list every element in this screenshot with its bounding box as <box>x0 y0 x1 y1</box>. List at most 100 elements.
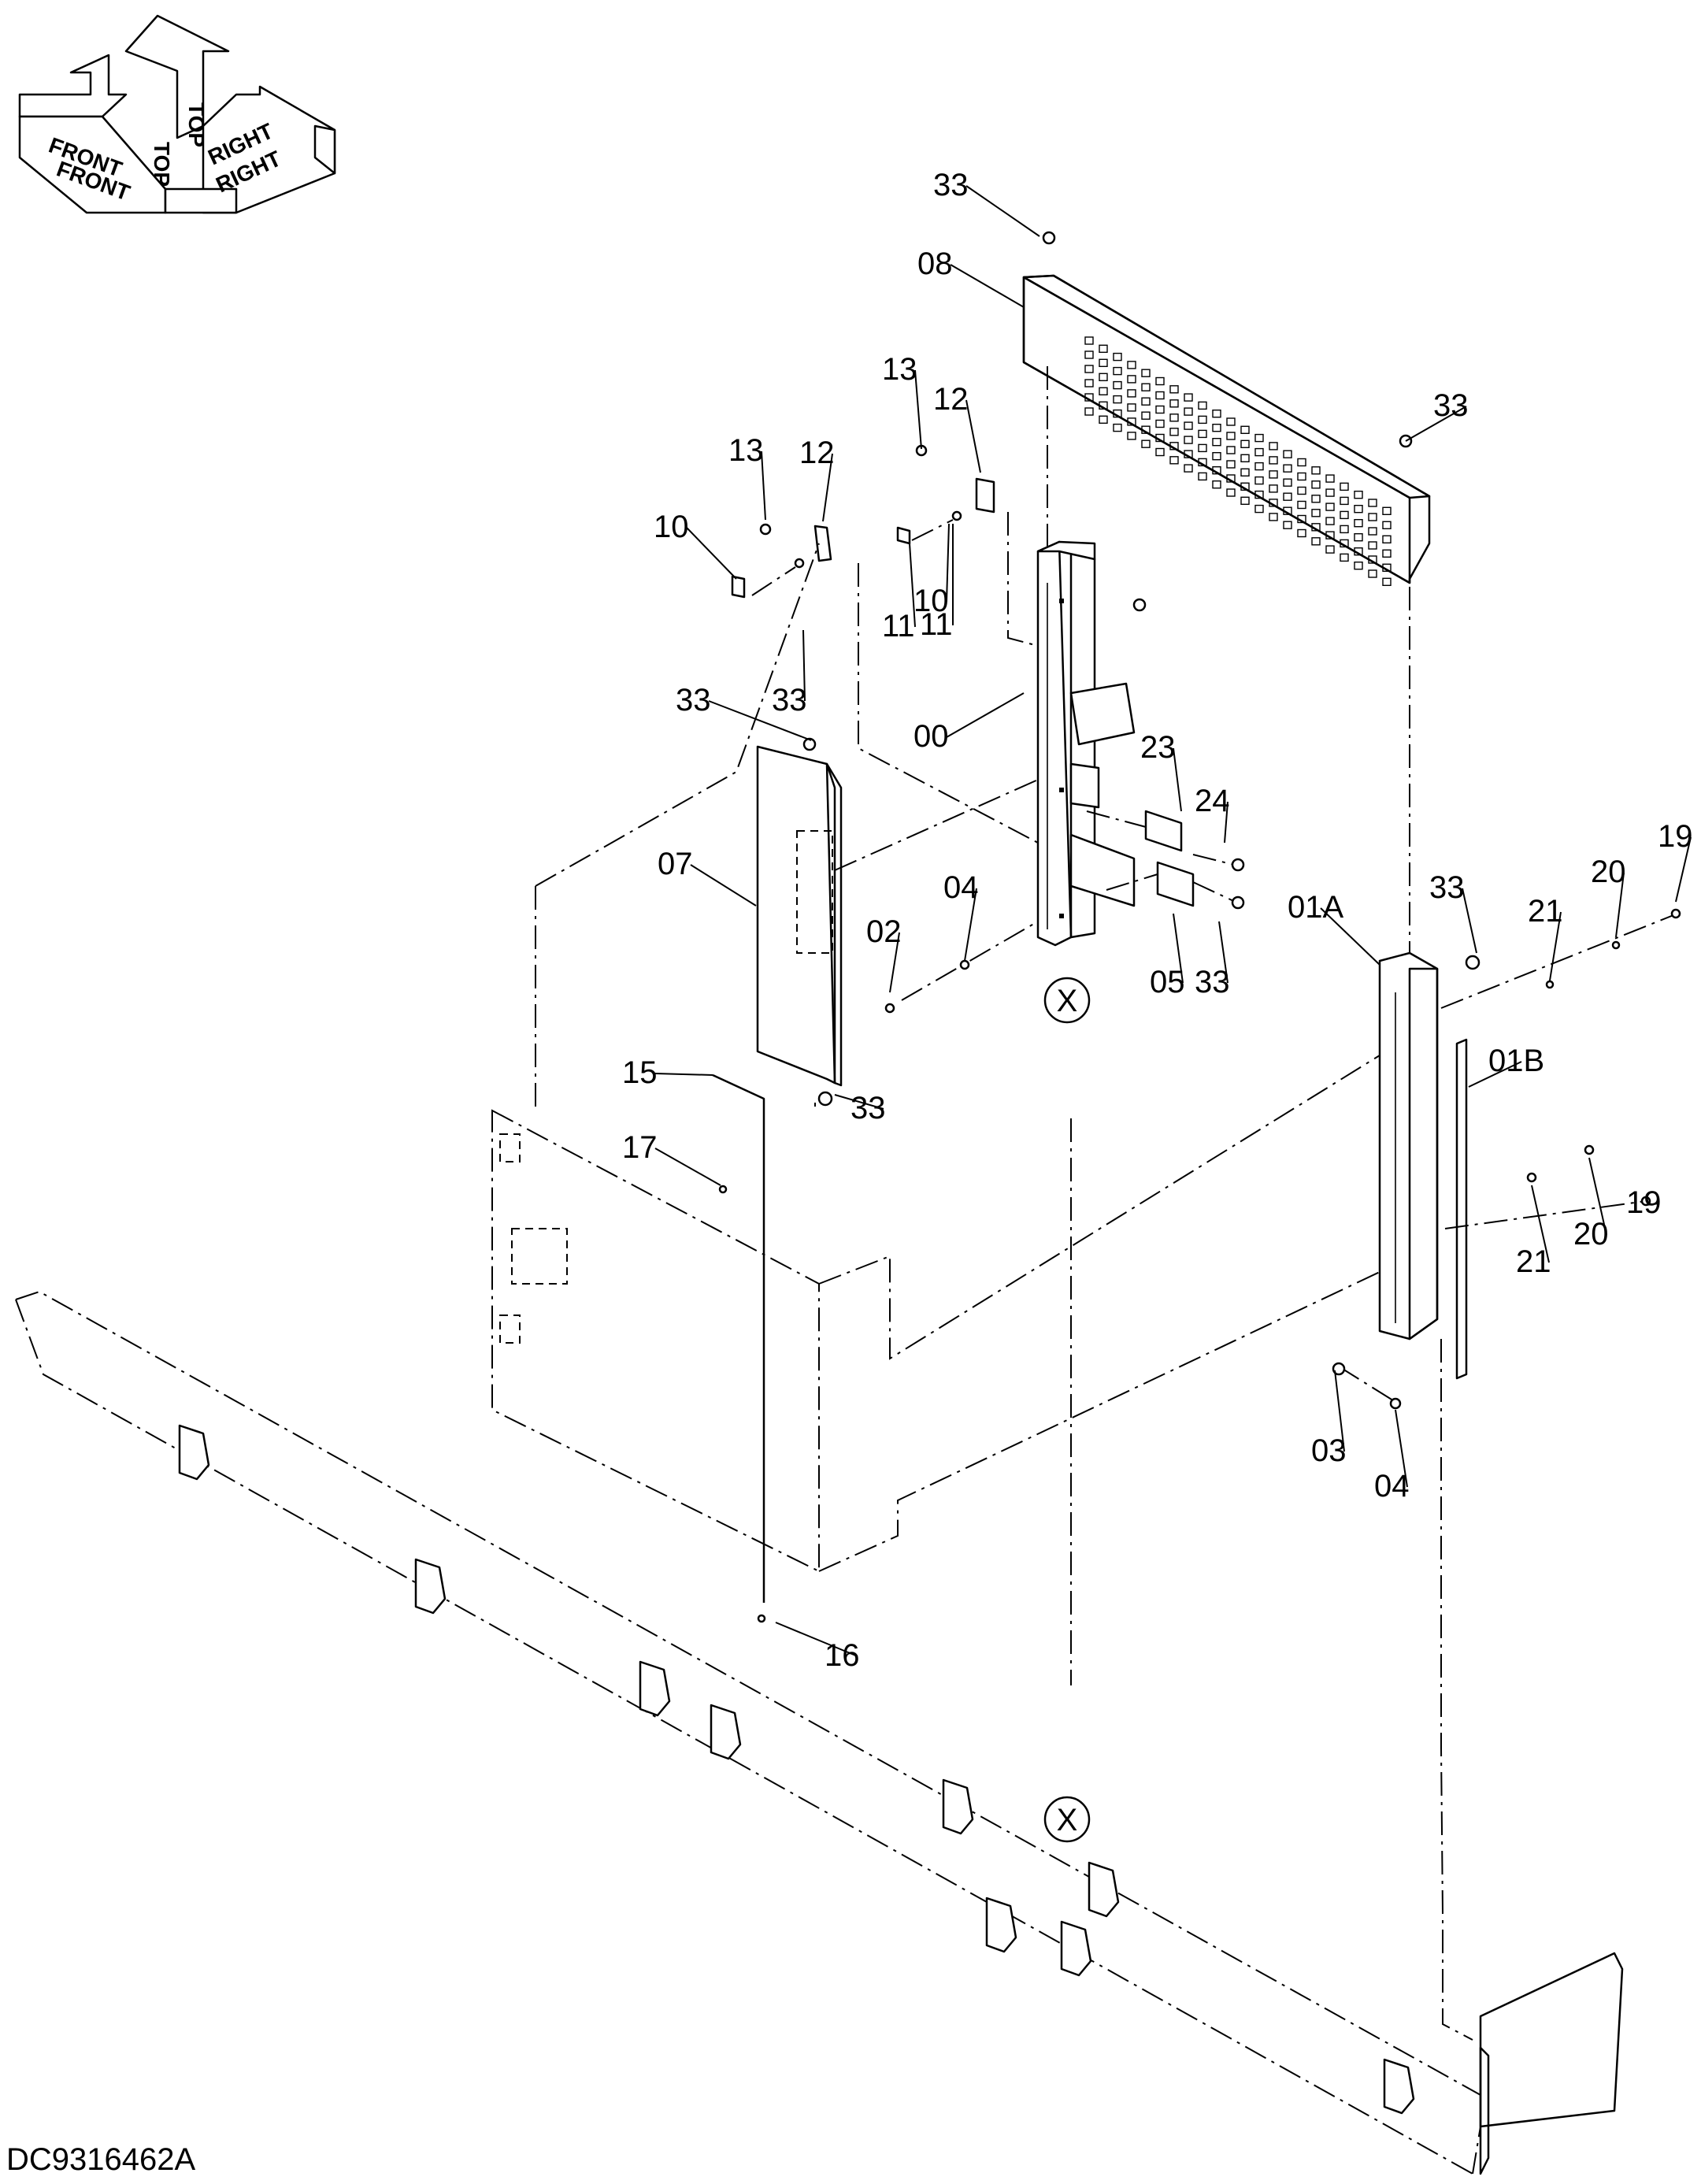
vent-slot <box>1155 447 1165 457</box>
vent-slot <box>1311 495 1321 503</box>
callout-label: 00 <box>914 719 949 754</box>
callout-label: 11 <box>882 609 915 643</box>
callout-label: 05 <box>1150 965 1185 999</box>
vent-slot <box>1297 472 1306 481</box>
vent-slot <box>1368 569 1377 578</box>
vent-slot <box>1127 361 1136 369</box>
vent-slot <box>1226 446 1236 454</box>
vent-slot <box>1169 428 1179 436</box>
vent-slot <box>1240 468 1250 476</box>
vent-slot <box>1198 429 1207 439</box>
vent-slot <box>1340 510 1349 520</box>
callout-leader <box>1588 1157 1607 1236</box>
callout-leader <box>802 629 806 702</box>
svg-text:X: X <box>1057 1803 1078 1837</box>
callout-label: 33 <box>1433 388 1469 423</box>
vent-slot <box>1212 480 1221 489</box>
view-marker-x-lower: X <box>1043 1796 1091 1843</box>
vent-slot <box>1311 523 1321 532</box>
callout-label: 33 <box>1195 965 1230 999</box>
callout-label: 10 <box>654 510 689 544</box>
vent-slot <box>1240 454 1250 462</box>
center-lines <box>535 366 1678 2041</box>
callout-leader <box>1462 888 1477 954</box>
vent-slot <box>1127 417 1136 426</box>
hinge <box>639 1660 671 1717</box>
callout-label: 03 <box>1311 1433 1347 1468</box>
vent-slot <box>1099 344 1108 353</box>
vent-slot <box>1226 488 1236 497</box>
vent-slot <box>1084 379 1094 387</box>
vent-slot <box>1325 517 1335 525</box>
vent-slot <box>1368 499 1377 507</box>
callout-leader <box>1675 836 1692 903</box>
vent-slot <box>1198 401 1207 410</box>
callout-leader <box>834 1094 884 1110</box>
vent-slot <box>1169 456 1179 465</box>
callout-label: 15 <box>622 1055 658 1090</box>
vent-slot <box>1240 496 1250 505</box>
callout-leader <box>1173 747 1182 812</box>
vent-slot <box>1198 415 1207 425</box>
vent-slot <box>1155 433 1165 443</box>
callout-label: 13 <box>882 352 917 387</box>
vent-slot <box>1382 577 1392 586</box>
vent-slot <box>1382 521 1392 529</box>
vent-slot <box>1141 369 1151 377</box>
vent-slot <box>1340 496 1349 506</box>
vent-slot <box>1169 413 1179 422</box>
vent-slot <box>1283 450 1292 458</box>
base-door-panel <box>491 1109 820 1573</box>
vent-slot <box>1254 490 1264 499</box>
callout-label: 20 <box>1591 855 1626 889</box>
callout-label: 11 <box>920 607 953 642</box>
seal-strip <box>712 1073 765 1603</box>
vent-slot <box>1325 474 1335 483</box>
vent-slot <box>1226 417 1236 426</box>
vent-slot <box>1113 395 1122 404</box>
vent-slot <box>1254 504 1264 514</box>
callout-leader <box>1531 1185 1550 1263</box>
vent-slot <box>1084 336 1094 345</box>
vent-slot <box>1113 380 1122 390</box>
vent-slot <box>1127 403 1136 412</box>
vent-slot <box>1311 537 1321 546</box>
center-frame <box>1036 540 1136 947</box>
vent-slot <box>1269 484 1278 493</box>
vent-slot <box>1325 531 1335 540</box>
vent-slot <box>1297 514 1306 524</box>
vent-slot <box>1269 499 1278 507</box>
drawing-id: DC9316462A <box>6 2142 195 2177</box>
callout-leader <box>654 1073 713 1076</box>
vent-slot <box>1084 393 1094 402</box>
vent-slot <box>1113 352 1122 362</box>
top-label: TOP <box>150 142 174 187</box>
callout-label: 21 <box>1516 1244 1551 1279</box>
vent-slot <box>1212 424 1221 432</box>
callout-leader <box>1615 872 1625 938</box>
vent-slot <box>1184 421 1193 430</box>
vent-slot <box>1198 458 1207 467</box>
callout-label: 13 <box>728 433 764 468</box>
vent-slot <box>1141 383 1151 391</box>
vent-slot <box>1226 432 1236 440</box>
vent-slot <box>1382 506 1392 515</box>
callout-leader <box>909 543 916 628</box>
vent-slot <box>1354 505 1363 514</box>
callout-label: 19 <box>1626 1185 1662 1220</box>
fasteners <box>718 231 1681 1623</box>
vent-slot <box>1382 535 1392 543</box>
vent-slot <box>1184 407 1193 416</box>
vent-slot <box>1368 513 1377 521</box>
vent-slot <box>1382 563 1392 572</box>
vent-slot <box>1340 553 1349 562</box>
vent-slot <box>1127 389 1136 398</box>
vent-slot <box>1368 555 1377 564</box>
vent-slot <box>1354 547 1363 556</box>
vent-slot <box>1099 401 1108 410</box>
callout-leader <box>1549 911 1562 981</box>
hinge <box>178 1424 210 1481</box>
vent-slot <box>1354 533 1363 542</box>
callout-leader <box>1405 406 1467 442</box>
